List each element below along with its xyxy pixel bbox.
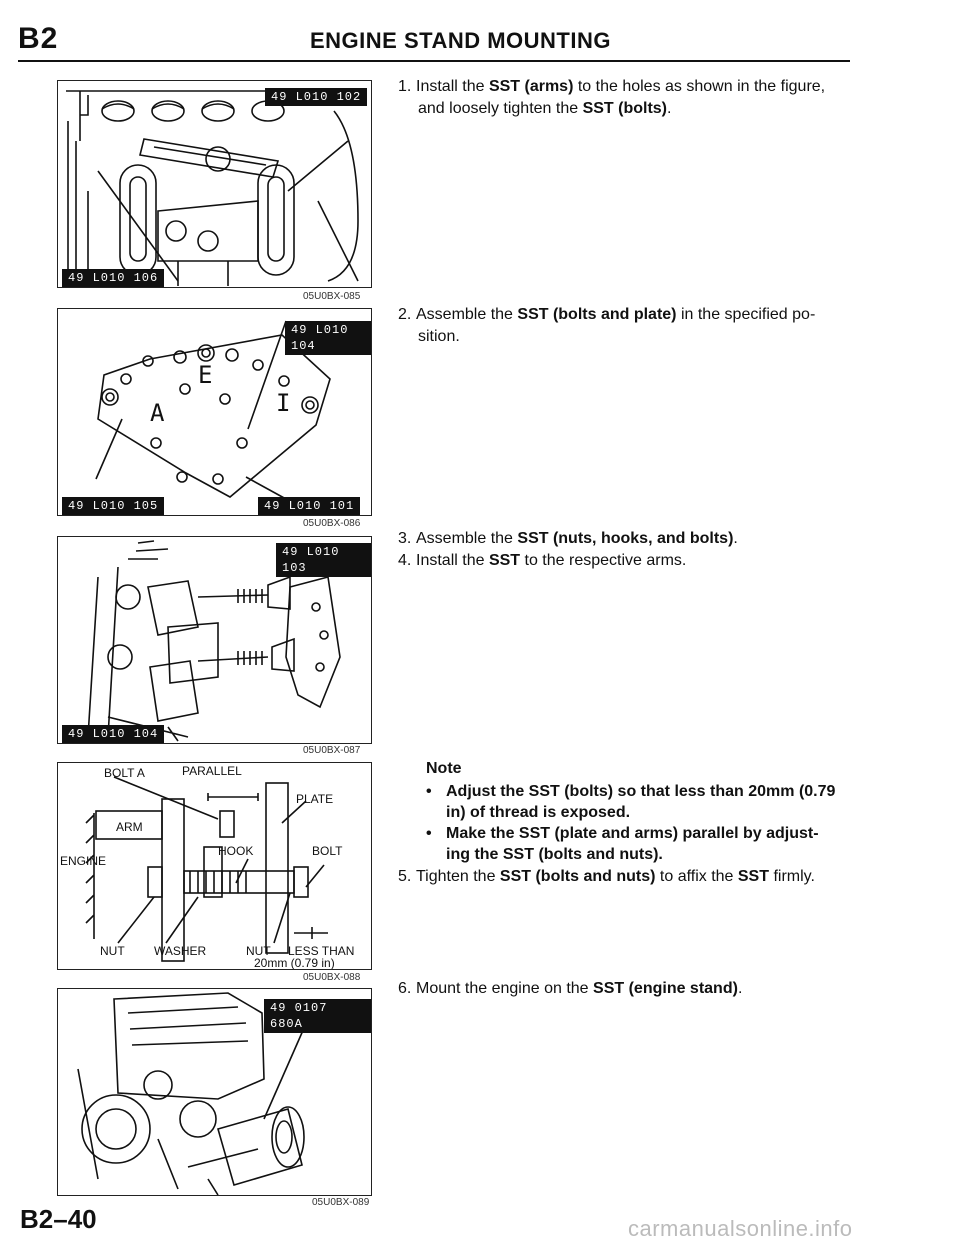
step-3-text-a: Assemble the [416,530,518,547]
step-3-sst: SST (nuts, hooks, and bolts) [517,530,734,547]
step-3-end: . [733,530,738,547]
step-4-sst: SST [488,552,521,569]
note-bullet-2: •Make the SST (plate and arms) parallel … [426,823,876,865]
label-dimension: 20mm (0.79 in) [254,956,335,969]
step-3-number: 3. [398,530,412,547]
figure-1-code: 05U0BX-085 [303,291,361,302]
figure-3-code: 05U0BX-087 [303,745,361,756]
step-5-sst-bolts-nuts: SST (bolts and nuts) [499,868,656,885]
step-1-text-c: and loosely tighten the [418,100,583,117]
step-6: 6.Mount the engine on the SST (engine st… [398,978,878,1000]
step-5-end: firmly. [769,868,815,885]
figure-4-drawing: BOLT A PARALLEL PLATE ARM HOOK BOLT ENGI… [60,764,354,969]
step-1-text-b: to the holes as shown in the figure, [573,78,826,95]
figure-2-code: 05U0BX-086 [303,518,361,529]
step-1-sst-bolts: SST (bolts) [582,100,667,117]
label-bolt-a: BOLT A [104,766,145,780]
part-tag-49-L010-104: 49 L010 104 [285,321,371,355]
note-bullet-2-line-2: ing the SST (bolts and nuts). [446,846,663,863]
figure-5: 49 0107 680A [57,988,372,1196]
note-bullet-2-line-1: Make the SST (plate and arms) parallel b… [446,825,819,842]
figure-1-drawing [66,90,359,286]
label-nut-1: NUT [100,944,125,958]
step-3: 3.Assemble the SST (nuts, hooks, and bol… [398,528,878,550]
section-code: B2 [18,22,59,55]
label-nut-2: NUT [246,944,271,958]
figure-5-drawing [77,992,309,1195]
step-6-text-a: Mount the engine on the [416,980,594,997]
part-tag-49-L010-106: 49 L010 106 [62,269,165,287]
step-6-end: . [737,980,743,997]
plate-letter-e: E [198,361,213,389]
step-1-sst-arms: SST (arms) [488,78,574,95]
page-title: ENGINE STAND MOUNTING [310,28,611,53]
part-tag-49-0107-680A: 49 0107 680A [264,999,371,1033]
figure-4-code: 05U0BX-088 [303,972,361,983]
plate-letter-a: A [150,399,165,427]
part-tag-49-L010-105: 49 L010 105 [62,497,165,515]
step-5: 5.Tighten the SST (bolts and nuts) to af… [398,866,878,888]
page-number: B2–40 [20,1204,97,1234]
label-parallel: PARALLEL [182,764,242,778]
step-4-number: 4. [398,552,412,569]
label-hook: HOOK [218,844,253,858]
step-2-text-c: sition. [418,328,460,345]
note-bullet-1-line-2: in) of thread is exposed. [446,804,631,821]
step-6-sst: SST (engine stand) [593,980,738,997]
note-title: Note [426,760,462,777]
step-1-number: 1. [398,78,412,95]
label-bolt: BOLT [312,844,343,858]
note-bullet-1: •Adjust the SST (bolts) so that less tha… [426,781,876,823]
plate-letter-i: I [276,389,291,417]
step-4-text-a: Install the [416,552,489,569]
step-1-text-a: Install the [416,78,489,95]
header-rule [18,60,850,62]
label-less-than: LESS THAN [288,944,354,958]
watermark: carmanualsonline.info [628,1216,853,1241]
step-5-text-a: Tighten the [416,868,500,885]
figure-3: 49 L010 103 49 L010 104 [57,536,372,744]
step-4: 4.Install the SST to the respective arms… [398,550,878,572]
part-tag-49-L010-101: 49 L010 101 [258,497,361,515]
step-6-number: 6. [398,980,412,997]
step-2-sst: SST (bolts and plate) [517,306,677,323]
step-2: 2.Assemble the SST (bolts and plate) in … [398,304,878,348]
figure-4: BOLT A PARALLEL PLATE ARM HOOK BOLT ENGI… [57,762,372,970]
step-5-text-b: to affix the [655,868,738,885]
figure-2: E A I 49 L010 104 49 L010 105 49 L010 10… [57,308,372,516]
step-2-text-a: Assemble the [416,306,518,323]
step-1-end: . [667,100,672,117]
step-2-text-b: in the specified po- [676,306,816,323]
label-arm: ARM [116,820,143,834]
part-tag-49-L010-103: 49 L010 103 [276,543,371,577]
label-washer: WASHER [154,944,207,958]
figure-3-drawing [87,540,341,742]
step-5-number: 5. [398,868,412,885]
figure-2-drawing [95,320,331,500]
step-4-end: to the respective arms. [520,552,687,569]
part-tag-49-L010-102: 49 L010 102 [265,88,368,106]
step-1: 1.Install the SST (arms) to the holes as… [398,76,878,120]
step-5-sst: SST [737,868,769,885]
label-engine: ENGINE [60,854,106,868]
step-2-number: 2. [398,306,412,323]
part-tag-49-L010-104-b: 49 L010 104 [62,725,165,743]
figure-1: 49 L010 102 49 L010 106 [57,80,372,288]
note-bullet-1-line-1: Adjust the SST (bolts) so that less than… [446,783,836,800]
figure-5-code: 05U0BX-089 [312,1197,370,1208]
label-plate: PLATE [296,792,333,806]
